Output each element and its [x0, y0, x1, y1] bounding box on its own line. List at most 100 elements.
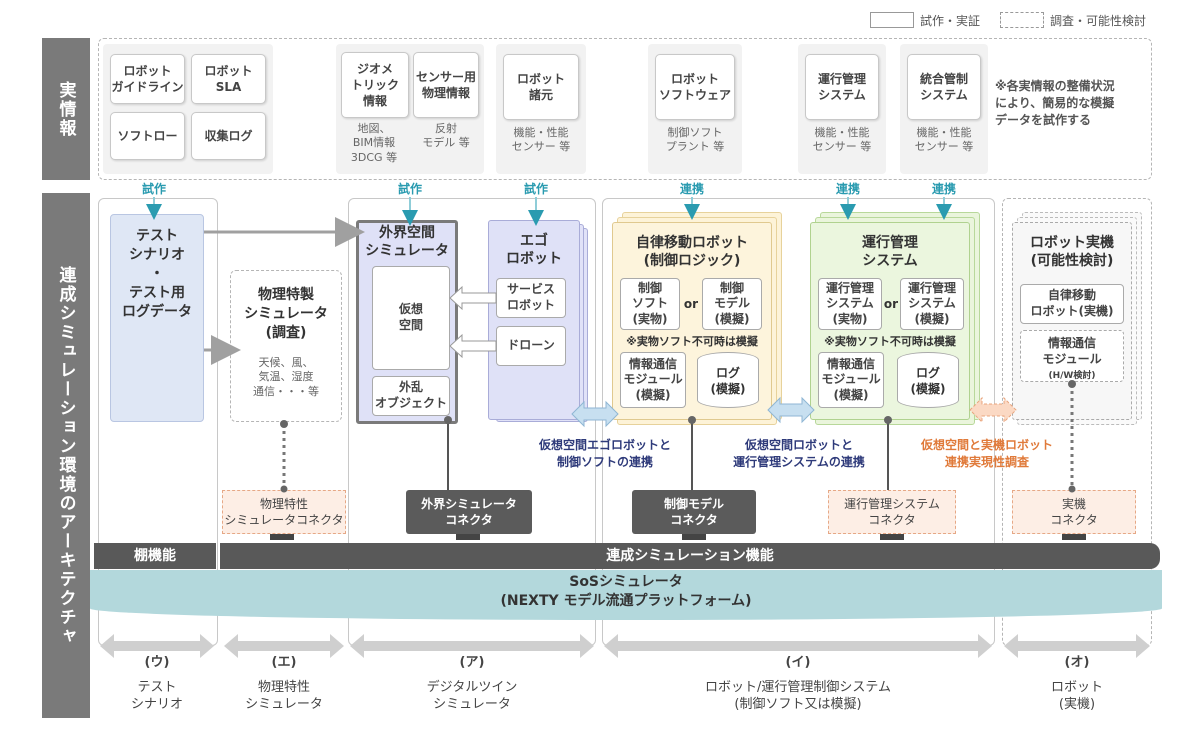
ego-auto-double-arrow — [571, 400, 619, 428]
tag-prototype-2: 試作 — [390, 180, 430, 197]
auto-log-label: ログ (模擬) — [710, 366, 746, 396]
robot-specs-card: ロボット 諸元 — [503, 54, 579, 120]
sensor-physical-note: 反射 モデル 等 — [422, 122, 470, 150]
sos-label: SoSシミュレータ (NEXTY モデル流通プラットフォーム) — [500, 574, 752, 609]
control-software-real-box: 制御 ソフト (実物) — [620, 278, 680, 330]
robot-software-note: 制御ソフト プラント 等 — [665, 126, 725, 154]
ops-log-label: ログ (模擬) — [910, 366, 946, 396]
real-robot-title: ロボット実機 (可能性検討) — [1030, 235, 1114, 270]
virtual-space-box: 仮想 空間 — [372, 266, 450, 370]
range-arrow-a — [350, 634, 594, 658]
service-to-virtual-arrow — [449, 285, 497, 311]
robot-sla-card: ロボット SLA — [191, 54, 266, 104]
physics-dot — [280, 420, 288, 428]
real-dot-bottom — [1068, 485, 1076, 493]
tag-prototype-1: 試作 — [134, 180, 174, 197]
drone-to-virtual-arrow — [449, 333, 497, 359]
label-control-system: ロボット/運行管理制御システム (制御ソフト又は模擬) — [705, 680, 891, 712]
external-sim-connector: 外界シミュレータ コネクタ — [406, 490, 532, 534]
range-arrow-o — [1004, 634, 1150, 658]
code-i: (イ) — [785, 655, 811, 670]
auto-robot-title: 自律移動ロボット (制御ロジック) — [636, 235, 748, 270]
ops-system-connector: 運行管理システム コネクタ — [828, 490, 956, 534]
code-a: (ア) — [459, 655, 485, 670]
ops-mgmt-note: ※実物ソフト不可時は模擬 — [824, 335, 956, 348]
collected-log-card: 収集ログ — [191, 112, 266, 160]
auto-or-label: or — [683, 297, 699, 311]
robot-ops-link-label: 仮想空間ロボットと 運行管理システムの連携 — [733, 438, 865, 469]
ego-link-label: 仮想空間エゴロボットと 制御ソフトの連携 — [538, 438, 671, 469]
connector-lines — [447, 420, 889, 490]
coupled-sim-bar: 連成シミュレーション機能 — [220, 543, 1160, 569]
real-auto-robot-box: 自律移動 ロボット(実機) — [1020, 284, 1124, 324]
real-hw-note: (H/W検討) — [1048, 371, 1096, 381]
legend-solid-label: 試作・実証 — [920, 14, 981, 28]
legend-dashed-label: 調査・可能性検討 — [1050, 14, 1147, 28]
auto-robot-note: ※実物ソフト不可時は模擬 — [626, 335, 758, 348]
physics-connector-tab — [270, 534, 294, 540]
integrated-control-card: 統合管制 システム — [907, 54, 981, 120]
range-arrow-u — [100, 634, 214, 658]
sidebar-bottom-label: 連成シミュレーション環境のアーキテクチャ — [55, 265, 76, 646]
external-connector-tab — [456, 534, 480, 540]
auto-ops-double-arrow — [767, 396, 815, 424]
ops-real-double-arrow — [969, 396, 1017, 424]
external-sim-title: 外界空間 シミュレータ — [365, 225, 449, 260]
real-dot — [1068, 380, 1076, 388]
software-flow-card: ソフトロー — [110, 112, 185, 160]
control-model-box: 制御 モデル (模擬) — [702, 278, 762, 330]
shelf-function-bar: 棚機能 — [94, 543, 216, 569]
sensor-physical-card: センサー用 物理情報 — [413, 52, 479, 118]
tag-prototype-3: 試作 — [516, 180, 556, 197]
disturbance-object-box: 外乱 オブジェクト — [372, 376, 450, 416]
bottom-range-arrows — [100, 634, 1150, 658]
ops-system-real-box: 運行管理 システム (実物) — [818, 278, 882, 330]
external-dot — [444, 416, 452, 424]
ego-robot-title: エゴ ロボット — [506, 233, 562, 268]
robot-software-card: ロボット ソフトウェア — [655, 54, 735, 120]
control-connector-tab — [682, 534, 706, 540]
ops-log-cylinder — [897, 352, 959, 408]
geometric-info-card: ジオメ トリック 情報 — [341, 52, 409, 118]
auto-log-cylinder — [697, 352, 759, 408]
gray-arrows — [204, 217, 365, 365]
dotted-connector-lines — [282, 384, 1074, 488]
double-arrows — [571, 396, 1017, 428]
drone-box: ドローン — [496, 326, 566, 366]
real-connector-tab — [1062, 534, 1086, 540]
robot-specs-note: 機能・性能 センサー 等 — [511, 126, 571, 154]
robot-guideline-card: ロボット ガイドライン — [110, 54, 185, 104]
ops-connector-tab — [880, 534, 904, 540]
range-arrow-i — [604, 634, 992, 658]
ops-comm-module-box: 情報通信 モジュール (模擬) — [818, 352, 884, 408]
info-side-note: ※各実情報の整備状況 により、簡易的な模擬 データを試作する — [995, 79, 1115, 127]
label-real-robot: ロボット (実機) — [1050, 680, 1103, 712]
physics-sim-note: 天候、風、 気温、湿度 通信・・・等 — [253, 356, 319, 398]
label-digital-twin: デジタルツイン シミュレータ — [426, 680, 518, 712]
code-e: (エ) — [271, 655, 297, 670]
sidebar-real-info: 実情報 — [42, 38, 90, 180]
auto-comm-module-box: 情報通信 モジュール (模擬) — [620, 352, 686, 408]
real-comm-module-label: 情報通信 モジュール — [1042, 336, 1102, 366]
ops-dot — [884, 416, 892, 424]
real-link-label: 仮想空間と実機ロボット 連携実現性調査 — [920, 438, 1053, 469]
tag-link-3: 連携 — [924, 180, 964, 197]
ops-system-card: 運行管理 システム — [805, 54, 879, 120]
label-test-scenario: テスト シナリオ — [130, 680, 183, 712]
tag-link-1: 連携 — [672, 180, 712, 197]
geometric-note: 地図、 BIM情報 3DCG 等 — [350, 122, 398, 164]
test-scenario-box: テスト シナリオ ・ テスト用 ログデータ — [110, 214, 204, 422]
code-o: (オ) — [1064, 655, 1090, 670]
ops-system-note: 機能・性能 センサー 等 — [812, 126, 872, 154]
teal-arrows — [146, 194, 952, 226]
integrated-note: 機能・性能 センサー 等 — [914, 126, 974, 154]
sos-band — [90, 570, 1162, 620]
range-arrow-e — [224, 634, 344, 658]
physics-sim-title: 物理特製 シミュレータ (調査) — [244, 287, 328, 341]
physics-dot-bottom — [280, 485, 288, 493]
info-row-container — [98, 38, 1152, 180]
ego-white-arrows — [449, 285, 497, 359]
ops-mgmt-title: 運行管理 システム — [862, 235, 918, 270]
tag-link-2: 連携 — [828, 180, 868, 197]
